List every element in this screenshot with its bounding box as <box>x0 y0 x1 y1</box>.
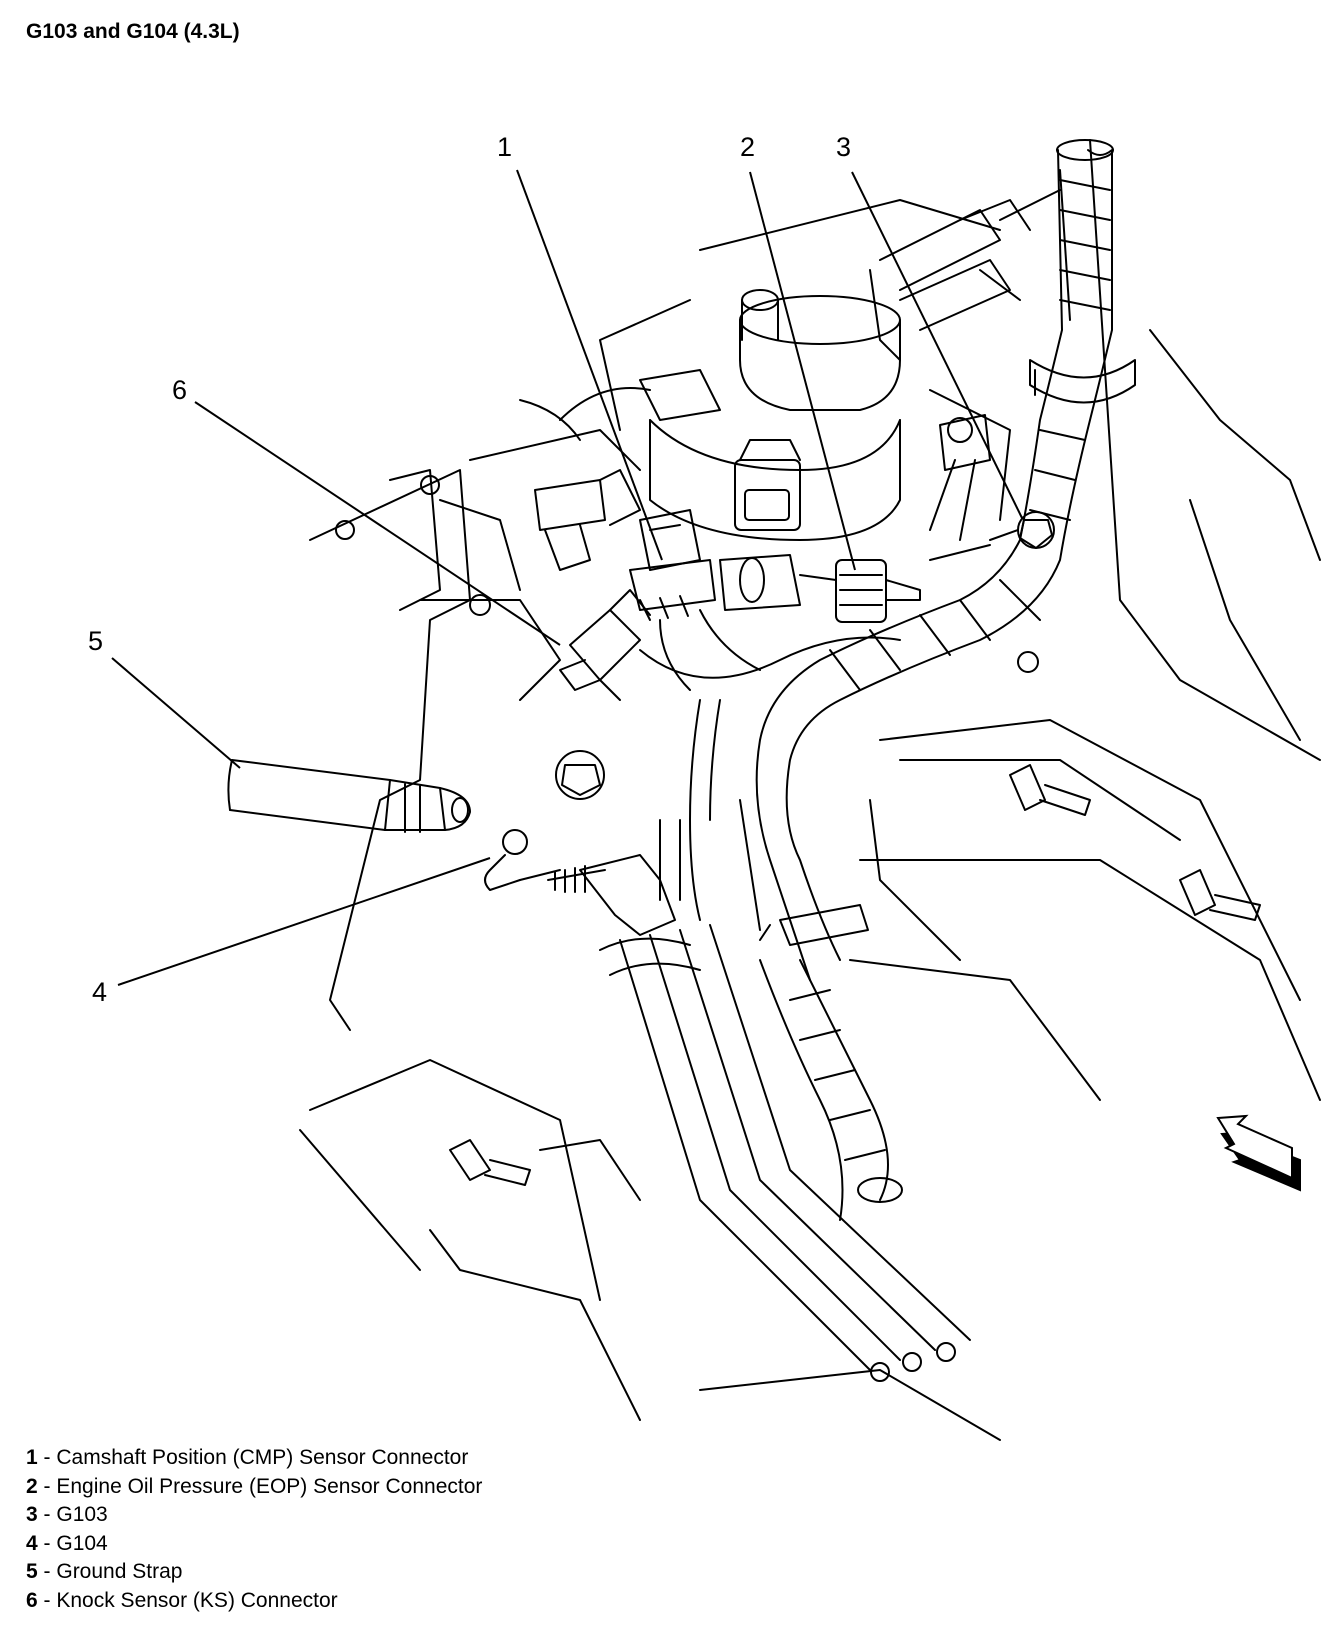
stud-lower-right <box>1009 764 1261 921</box>
ground-strap <box>227 759 471 833</box>
knock-sensor <box>929 414 991 541</box>
legend-item: 3 - G103 <box>26 1503 108 1527</box>
view-direction-arrow-icon <box>1216 1114 1301 1192</box>
g104-bolt <box>484 750 676 936</box>
block-hole <box>469 594 491 616</box>
callout-1: 1 <box>497 132 512 162</box>
block-hole <box>420 475 440 495</box>
legend-item: 5 - Ground Strap <box>26 1560 183 1584</box>
legend-item: 4 - G104 <box>26 1531 108 1555</box>
leader-line-3 <box>851 171 1023 519</box>
leader-line-5 <box>111 657 241 769</box>
legend-item: 2 - Engine Oil Pressure (EOP) Sensor Con… <box>26 1474 483 1498</box>
callout-4: 4 <box>92 977 107 1007</box>
eop-sensor-connector <box>719 554 921 623</box>
sensor-wires <box>639 636 901 931</box>
coolant-tubes <box>599 924 971 1382</box>
leader-line-2 <box>749 171 856 571</box>
callout-6: 6 <box>172 375 187 405</box>
block-hole <box>335 520 355 540</box>
callout-2: 2 <box>740 132 755 162</box>
lower-wire-harness <box>759 904 903 1221</box>
block-hole <box>1017 651 1039 673</box>
g103-bolt <box>929 511 1055 561</box>
diagram-title: G103 and G104 (4.3L) <box>26 20 240 43</box>
distributor-cap <box>519 289 901 541</box>
legend-item: 1 - Camshaft Position (CMP) Sensor Conne… <box>26 1446 469 1469</box>
leader-line-4 <box>117 857 491 986</box>
spark-plug-wires <box>869 199 1031 361</box>
callout-5: 5 <box>88 626 103 656</box>
knock-sensor-connector <box>559 589 651 701</box>
stud-lower-left <box>449 1139 531 1186</box>
oil-pressure-switch <box>534 469 641 571</box>
legend: 1 - Camshaft Position (CMP) Sensor Conne… <box>26 1444 482 1616</box>
legend-item: 6 - Knock Sensor (KS) Connector <box>26 1588 338 1612</box>
leader-line-6 <box>194 401 561 646</box>
callout-3: 3 <box>836 132 851 162</box>
leader-lines <box>111 169 1023 986</box>
engine-block-outline <box>299 139 1321 1441</box>
cmp-sensor-connector <box>629 509 761 691</box>
leader-line-1 <box>516 169 663 561</box>
connector-housing <box>734 439 801 531</box>
